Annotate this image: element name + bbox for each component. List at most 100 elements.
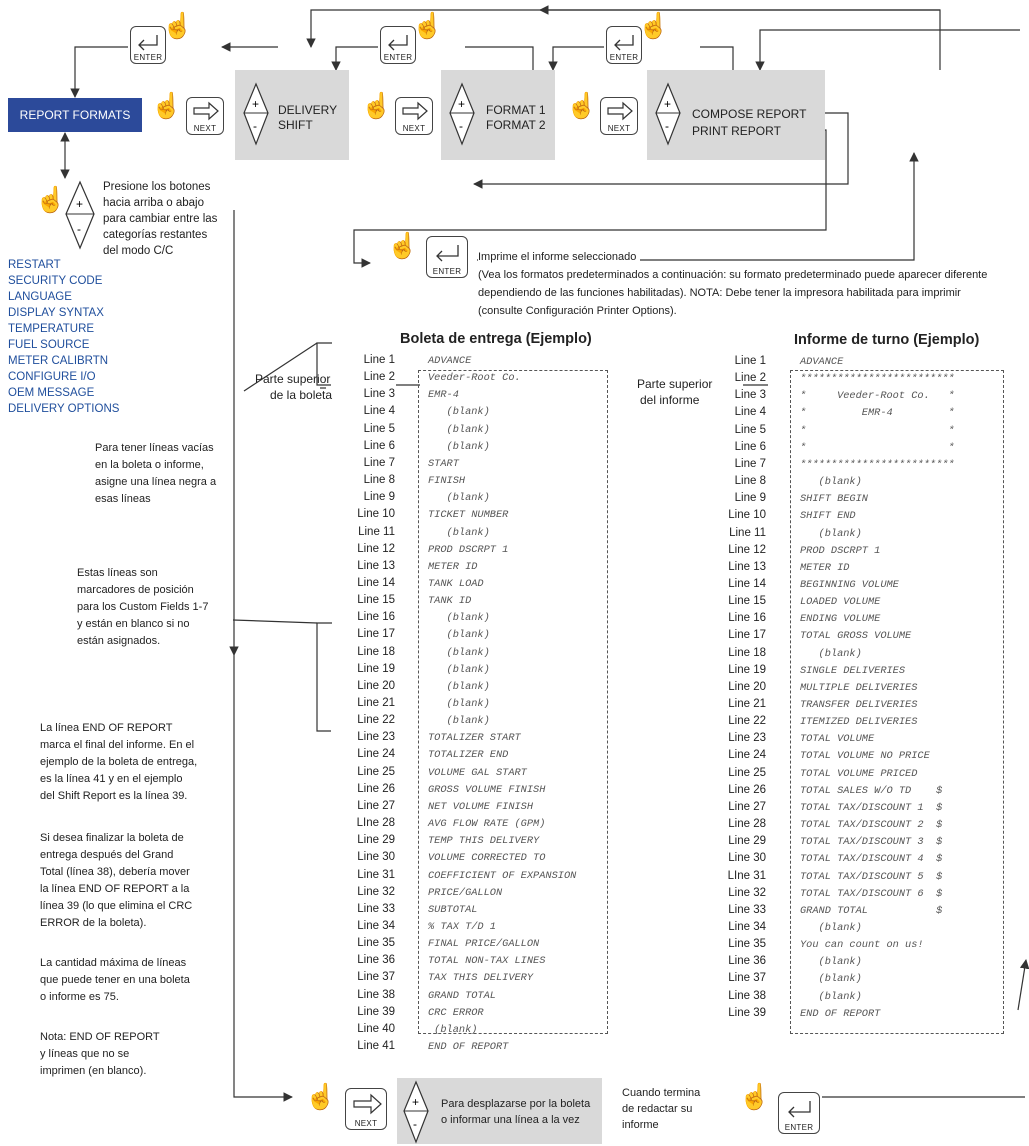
report-top-label: del informe <box>640 393 700 407</box>
report-line-content: TOTAL TAX/DISCOUNT 6 $ <box>800 887 943 900</box>
up-down-arrows-icon[interactable]: +- <box>63 180 97 250</box>
category-item[interactable]: METER CALIBRTN <box>8 355 109 367</box>
ticket-line-content: VOLUME GAL START <box>428 766 527 779</box>
ticket-line-content: PROD DSCRPT 1 <box>428 543 509 556</box>
category-item[interactable]: TEMPERATURE <box>8 323 95 335</box>
category-item[interactable]: CONFIGURE I/O <box>8 371 96 383</box>
ticket-line-content: FINISH <box>428 475 466 488</box>
ticket-line-label: Line 27 <box>357 799 395 812</box>
ticket-line-content: GROSS VOLUME FINISH <box>428 783 546 796</box>
ticket-line-content: FINAL PRICE/GALLON <box>428 938 540 951</box>
ticket-line-content: TEMP THIS DELIVERY <box>428 835 540 848</box>
enter-key-icon[interactable]: ENTER <box>380 26 416 64</box>
next-arrow-icon <box>607 101 633 121</box>
report-formats-box[interactable]: REPORT FORMATS <box>8 98 142 132</box>
category-item[interactable]: RESTART <box>8 259 61 271</box>
enter-key-icon[interactable]: ENTER <box>426 236 468 278</box>
ticket-line-label: Line 5 <box>363 422 395 435</box>
ticket-top-label: de la boleta <box>270 388 333 402</box>
next-key-icon[interactable]: NEXT <box>395 97 433 135</box>
ticket-line-content: ADVANCE <box>428 355 472 367</box>
note-line: marca el final del informe. En el <box>40 739 195 751</box>
enter-key-label: ENTER <box>133 53 163 62</box>
ticket-line-content: PRICE/GALLON <box>428 886 503 899</box>
category-item[interactable]: DISPLAY SYNTAX <box>8 307 104 319</box>
enter-arrow-icon <box>614 35 634 51</box>
compose-report-option[interactable]: COMPOSE REPORT <box>692 107 807 121</box>
category-item[interactable]: LANGUAGE <box>8 291 72 303</box>
enter-key-icon[interactable]: ENTER <box>778 1092 820 1134</box>
next-key-icon[interactable]: NEXT <box>345 1088 387 1130</box>
ticket-line-content: COEFFICIENT OF EXPANSION <box>428 869 577 882</box>
shift-option[interactable]: SHIFT <box>278 118 313 132</box>
enter-key-icon[interactable]: ENTER <box>606 26 642 64</box>
next-key-icon[interactable]: NEXT <box>186 97 224 135</box>
ticket-line-label: Line 9 <box>363 491 395 504</box>
next-key-label: NEXT <box>402 124 426 133</box>
format2-option[interactable]: FORMAT 2 <box>486 118 546 132</box>
custom-fields-note: Estas líneas son marcadores de posición … <box>77 565 208 650</box>
print-instr-line: Imprime el informe seleccionado <box>478 250 641 264</box>
report-line-content: TOTAL TAX/DISCOUNT 5 $ <box>800 870 943 883</box>
svg-text:+: + <box>252 97 259 111</box>
format1-option[interactable]: FORMAT 1 <box>486 103 546 117</box>
up-down-arrows-icon[interactable]: +- <box>448 82 476 146</box>
ticket-line-label: Line 22 <box>357 714 395 727</box>
enter-arrow-icon <box>788 1101 811 1118</box>
note-line: La línea END OF REPORT <box>40 722 173 734</box>
ticket-line-label: Line 30 <box>357 851 395 864</box>
enter-arrow-icon <box>388 35 408 51</box>
ticket-line-content: TOTAL NON-TAX LINES <box>428 955 546 968</box>
report-line-label: Line 35 <box>728 938 766 951</box>
report-line-content: TOTAL TAX/DISCOUNT 2 $ <box>800 819 943 832</box>
delivery-ticket-title: Boleta de entrega (Ejemplo) <box>400 331 592 347</box>
category-item[interactable]: OEM MESSAGE <box>8 387 95 399</box>
ticket-line-label: Line 25 <box>357 765 395 778</box>
instr-line: Presione los botones <box>103 181 211 193</box>
ticket-line-label: Line 16 <box>357 611 395 624</box>
category-item[interactable]: DELIVERY OPTIONS <box>8 403 120 415</box>
report-line-content: TOTAL VOLUME <box>800 733 875 746</box>
category-item[interactable]: FUEL SOURCE <box>8 339 90 351</box>
enter-key-icon[interactable]: ENTER <box>130 26 166 64</box>
ticket-line-label: Line 13 <box>357 559 395 572</box>
ticket-line-label: Line 3 <box>363 388 395 401</box>
ticket-line-label: Line 20 <box>357 679 395 692</box>
ticket-line-label: LIne 28 <box>356 817 395 830</box>
ticket-line-content: END OF REPORT <box>428 1041 509 1053</box>
scroll-instr: Para desplazarse por la boleta <box>441 1098 591 1110</box>
ticket-line-content: (blank) <box>428 526 490 539</box>
up-down-arrows-icon[interactable]: +- <box>242 82 270 146</box>
ticket-line-content: CRC ERROR <box>428 1006 484 1019</box>
report-line-label: Line 26 <box>728 783 766 796</box>
report-line-label: Line 21 <box>728 698 766 710</box>
report-line-content: (blank) <box>800 647 862 660</box>
up-down-arrows-icon[interactable]: +- <box>654 82 682 146</box>
pointing-hand-icon: ☝ <box>387 232 419 260</box>
note-line: del Shift Report es la línea 39. <box>40 790 188 802</box>
ticket-line-content: (blank) <box>428 663 490 676</box>
report-line-label: Line 13 <box>728 560 766 573</box>
delivery-option[interactable]: DELIVERY <box>278 103 338 117</box>
print-report-option[interactable]: PRINT REPORT <box>692 124 781 138</box>
note-line: Total (línea 38), debería mover <box>40 866 190 878</box>
svg-text:+: + <box>664 97 671 111</box>
report-line-content: ENDING VOLUME <box>800 613 881 626</box>
report-line-content: METER ID <box>800 561 850 574</box>
report-line-content: (blank) <box>800 956 862 969</box>
report-line-label: Line 28 <box>728 818 766 831</box>
report-line-label: Line 5 <box>734 423 766 436</box>
report-line-content: SHIFT BEGIN <box>800 493 868 506</box>
report-line-content: ITEMIZED DELIVERIES <box>800 716 918 729</box>
enter-key-label: ENTER <box>784 1123 814 1132</box>
ticket-line-content: (blank) <box>428 492 490 505</box>
next-key-icon[interactable]: NEXT <box>600 97 638 135</box>
category-item[interactable]: SECURITY CODE <box>8 275 103 287</box>
report-line-content: TOTAL SALES W/O TD $ <box>800 784 943 797</box>
instr-line: del modo C/C <box>103 245 174 257</box>
note-line: Si desea finalizar la boleta de <box>40 832 184 844</box>
up-down-arrows-icon[interactable]: +- <box>402 1080 430 1144</box>
report-top-label: Parte superior <box>637 377 713 391</box>
enter-arrow-icon <box>138 35 158 51</box>
